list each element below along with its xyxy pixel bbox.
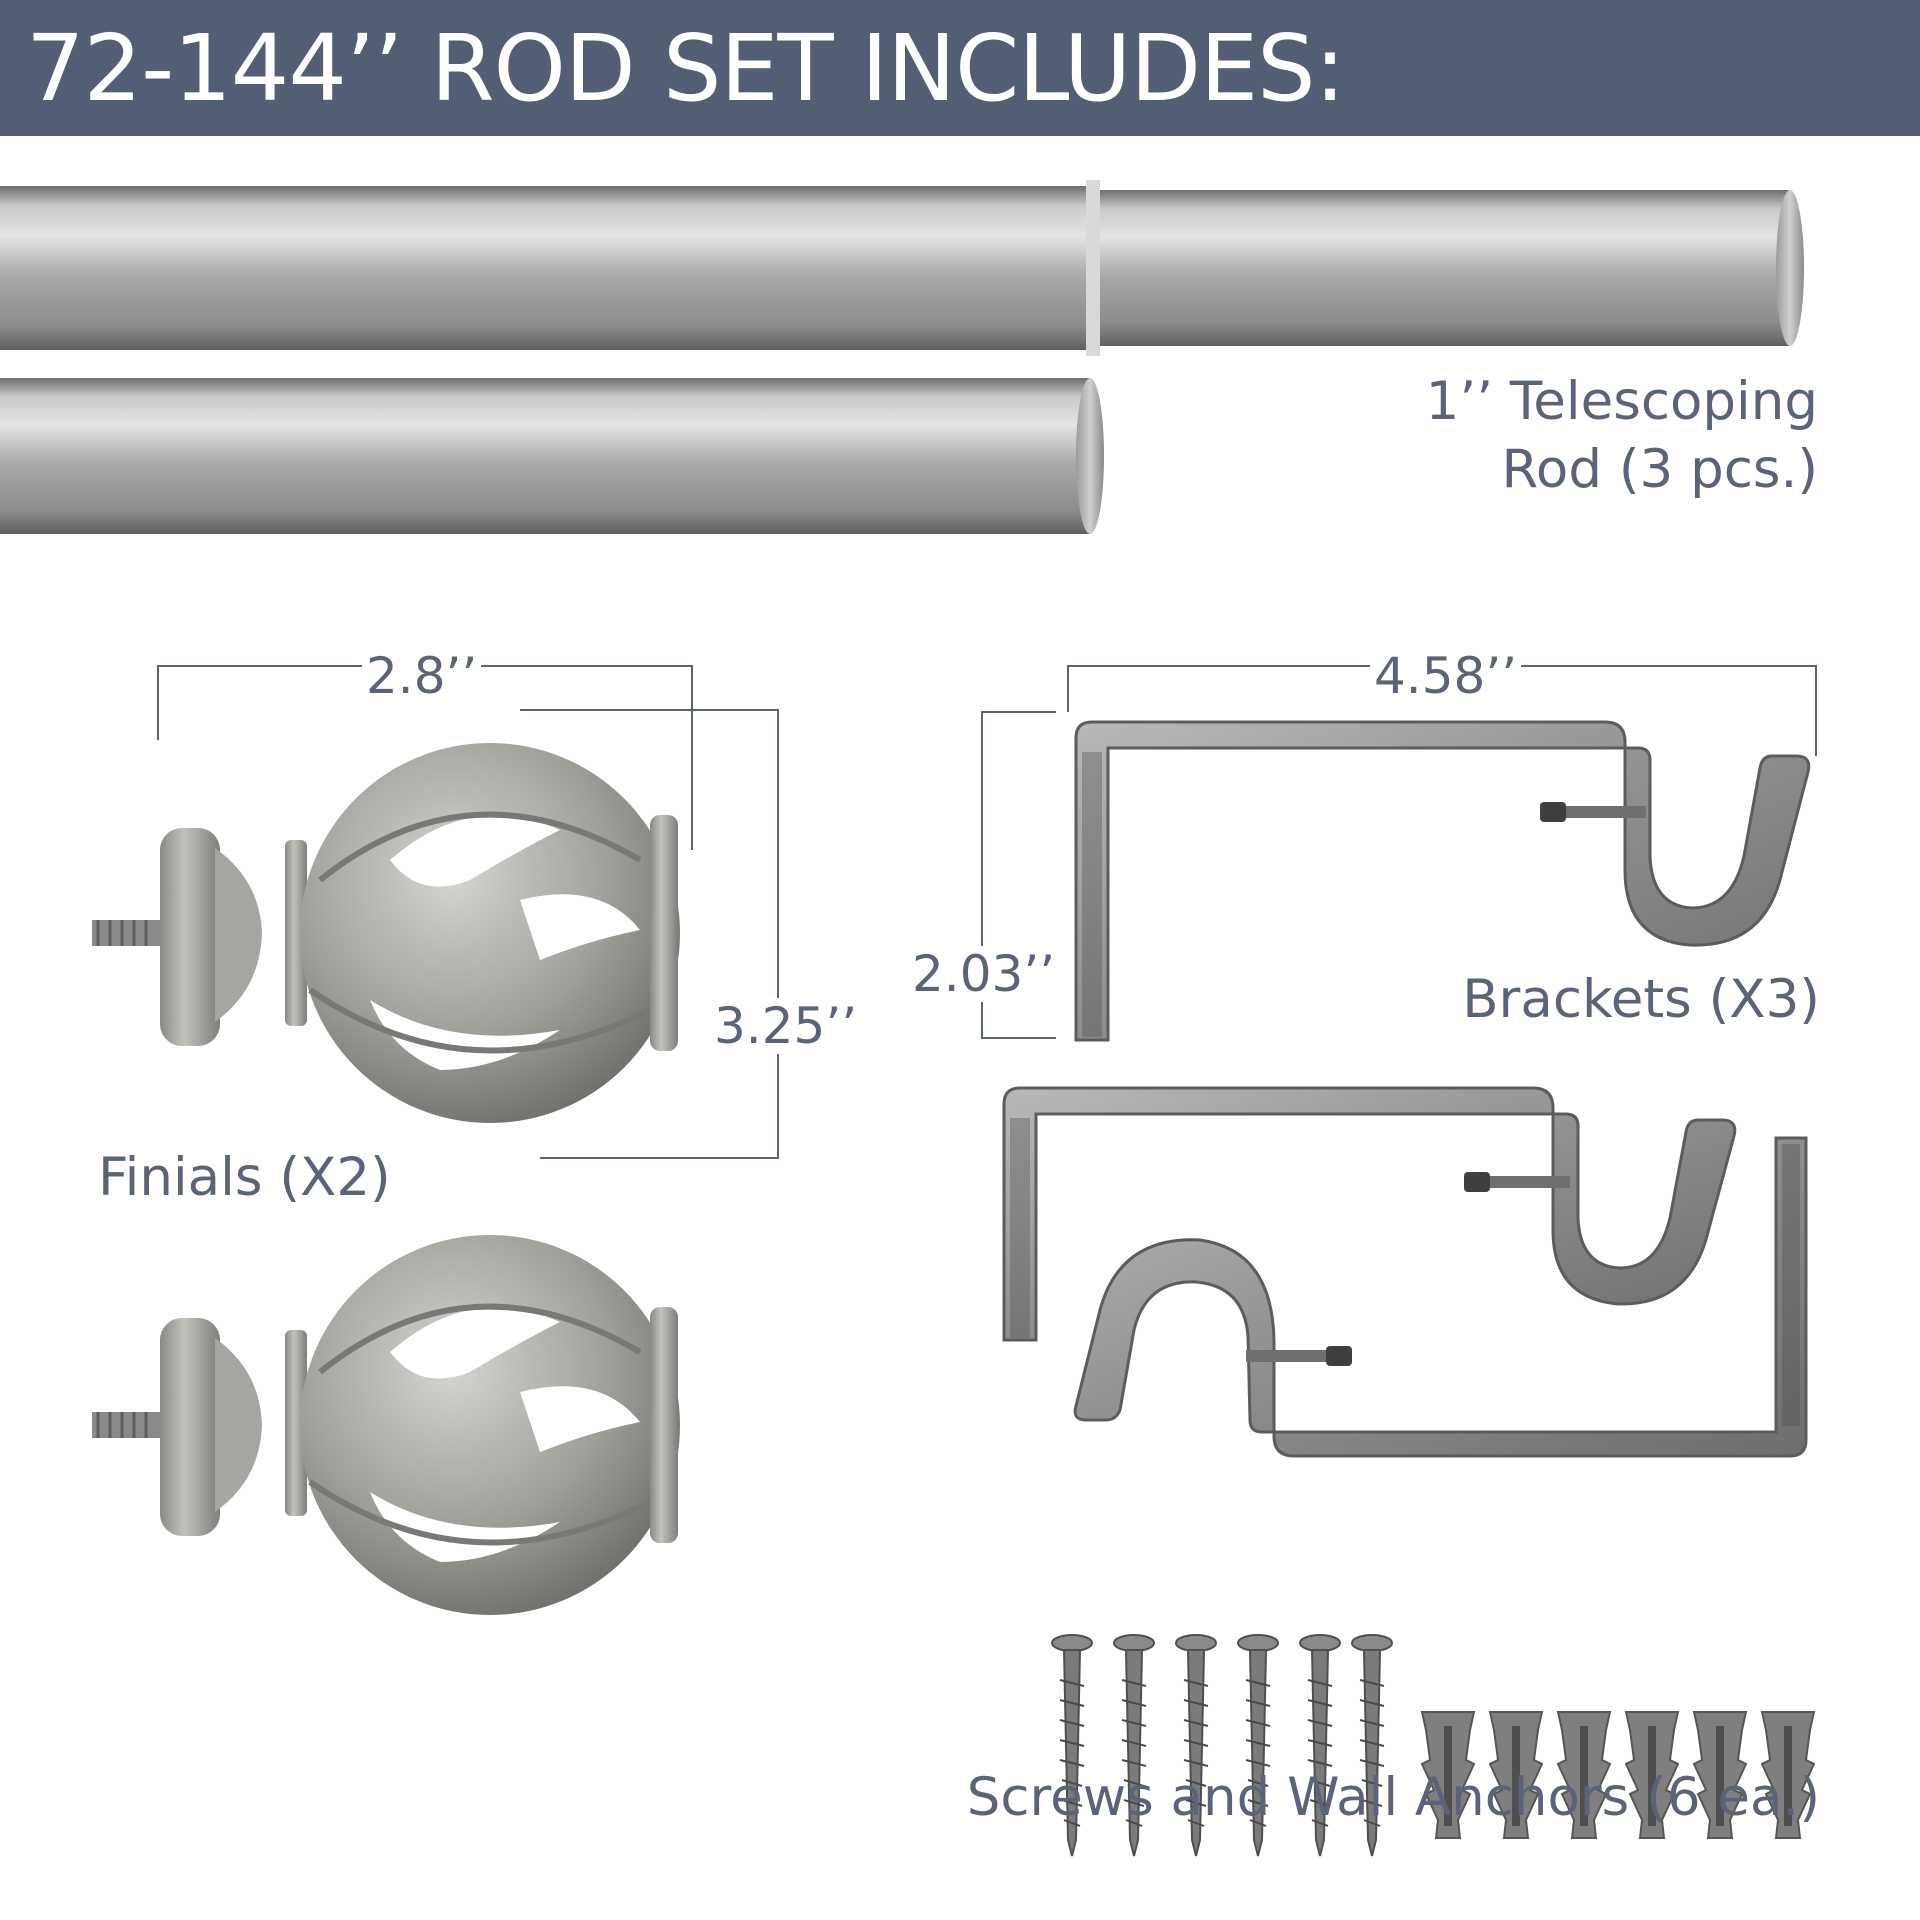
rod-bottom bbox=[0, 378, 1104, 534]
finial-2 bbox=[92, 1235, 680, 1615]
wall-anchor-4 bbox=[1624, 1711, 1680, 1839]
bracket-1 bbox=[1074, 720, 1811, 1042]
wall-anchor-6 bbox=[1760, 1711, 1816, 1839]
hardware-label: Screws and Wall Anchors (6 ea.) bbox=[966, 1767, 1820, 1828]
bracket-height-dimension: 2.03’’ bbox=[908, 946, 1060, 1002]
finial-1 bbox=[92, 743, 680, 1123]
wall-anchor-1 bbox=[1420, 1711, 1476, 1839]
rod-top bbox=[0, 180, 1804, 356]
wall-anchors bbox=[1420, 1711, 1816, 1839]
screw-1 bbox=[1051, 1634, 1093, 1857]
brackets-label: Brackets (X3) bbox=[1462, 969, 1820, 1030]
finial-height-dimension: 3.25’’ bbox=[710, 998, 862, 1054]
screw-3 bbox=[1175, 1634, 1217, 1857]
wall-anchor-2 bbox=[1488, 1711, 1544, 1839]
bracket-width-dimension: 4.58’’ bbox=[1370, 648, 1522, 704]
wall-anchor-5 bbox=[1692, 1711, 1748, 1839]
page-title: 72-144’’ ROD SET INCLUDES: bbox=[26, 15, 1346, 122]
screw-2 bbox=[1113, 1634, 1155, 1857]
rod-label-line2: Rod (3 pcs.) bbox=[1501, 439, 1818, 500]
header-banner: 72-144’’ ROD SET INCLUDES: bbox=[0, 0, 1920, 136]
bracket-3 bbox=[1073, 1136, 1808, 1458]
screws bbox=[1051, 1634, 1393, 1857]
screw-6 bbox=[1351, 1634, 1393, 1857]
screw-5 bbox=[1299, 1634, 1341, 1857]
screw-4 bbox=[1237, 1634, 1279, 1857]
finials-label: Finials (X2) bbox=[98, 1147, 391, 1208]
wall-anchor-3 bbox=[1556, 1711, 1612, 1839]
bracket-2 bbox=[1002, 1086, 1737, 1342]
rod-label-line1: 1’’ Telescoping bbox=[1425, 371, 1818, 432]
finial-width-dimension: 2.8’’ bbox=[362, 648, 482, 704]
